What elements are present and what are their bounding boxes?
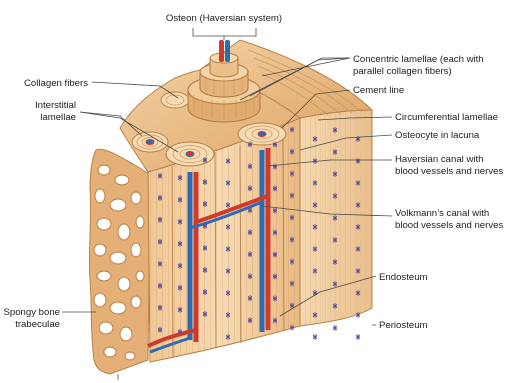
trabecula-space [95,189,105,203]
label-concentric-lamellae-2: parallel collagen fibers) [353,66,452,77]
trabecula-space [120,327,132,341]
trabecula-space [94,293,106,307]
trabecula-space [118,277,130,291]
trabecula-space [104,347,116,357]
trabecula-space [110,302,126,314]
trabecula-space [97,271,111,281]
trabecula-space [110,252,126,264]
trabecula-space [136,271,144,281]
label-interstitial-lamellae-2: lamellae [40,112,76,123]
osteocyte-mark [333,325,337,331]
spongy-bone [89,149,150,374]
label-endosteum: Endosteum [379,272,428,283]
trabecula-space [94,244,106,256]
osteocyte-mark [356,334,360,340]
label-haversian-canal-2: blood vessels and nerves [395,166,503,177]
haversian-system-right [238,123,286,145]
osteon-vein [225,40,230,62]
label-cement-line: Cement line [353,85,404,96]
label-spongy-bone-trabeculae-2: trabeculae [15,319,60,330]
osteon-artery [219,40,224,62]
haversian-system-small [161,92,189,108]
trabecula-space [99,322,113,334]
trabecula-space [97,218,111,230]
trabecula-space [131,296,141,308]
trabecula-space [110,199,126,211]
label-collagen-fibers: Collagen fibers [24,78,88,89]
label-concentric-lamellae: Concentric lamellae (each with [353,54,484,65]
label-osteocyte-in-lacuna: Osteocyte in lacuna [395,130,480,141]
haversian-system-left [132,132,168,152]
haversian-system-middle [166,142,214,166]
trabecula-space [136,216,144,228]
label-spongy-bone-trabeculae: Spongy bone [3,307,60,318]
label-haversian-canal: Haversian canal with [395,154,484,165]
trabecula-space [125,352,135,360]
osteocyte-mark [313,334,317,340]
label-circumferential-lamellae: Circumferential lamellae [395,112,498,123]
trabecula-space [118,224,130,240]
trabecula-space [131,243,141,257]
trabecula-space [131,192,141,204]
label-interstitial-lamellae: Interstitial [35,100,76,111]
trabecula-space [115,175,129,185]
label-osteon: Osteon (Haversian system) [166,13,282,24]
label-periosteum: Periosteum [379,320,428,331]
label-volkmanns-canal: Volkmann’s canal with [395,208,489,219]
label-volkmanns-canal-2: blood vessels and nerves [395,220,503,231]
trabecula-space [98,165,110,175]
